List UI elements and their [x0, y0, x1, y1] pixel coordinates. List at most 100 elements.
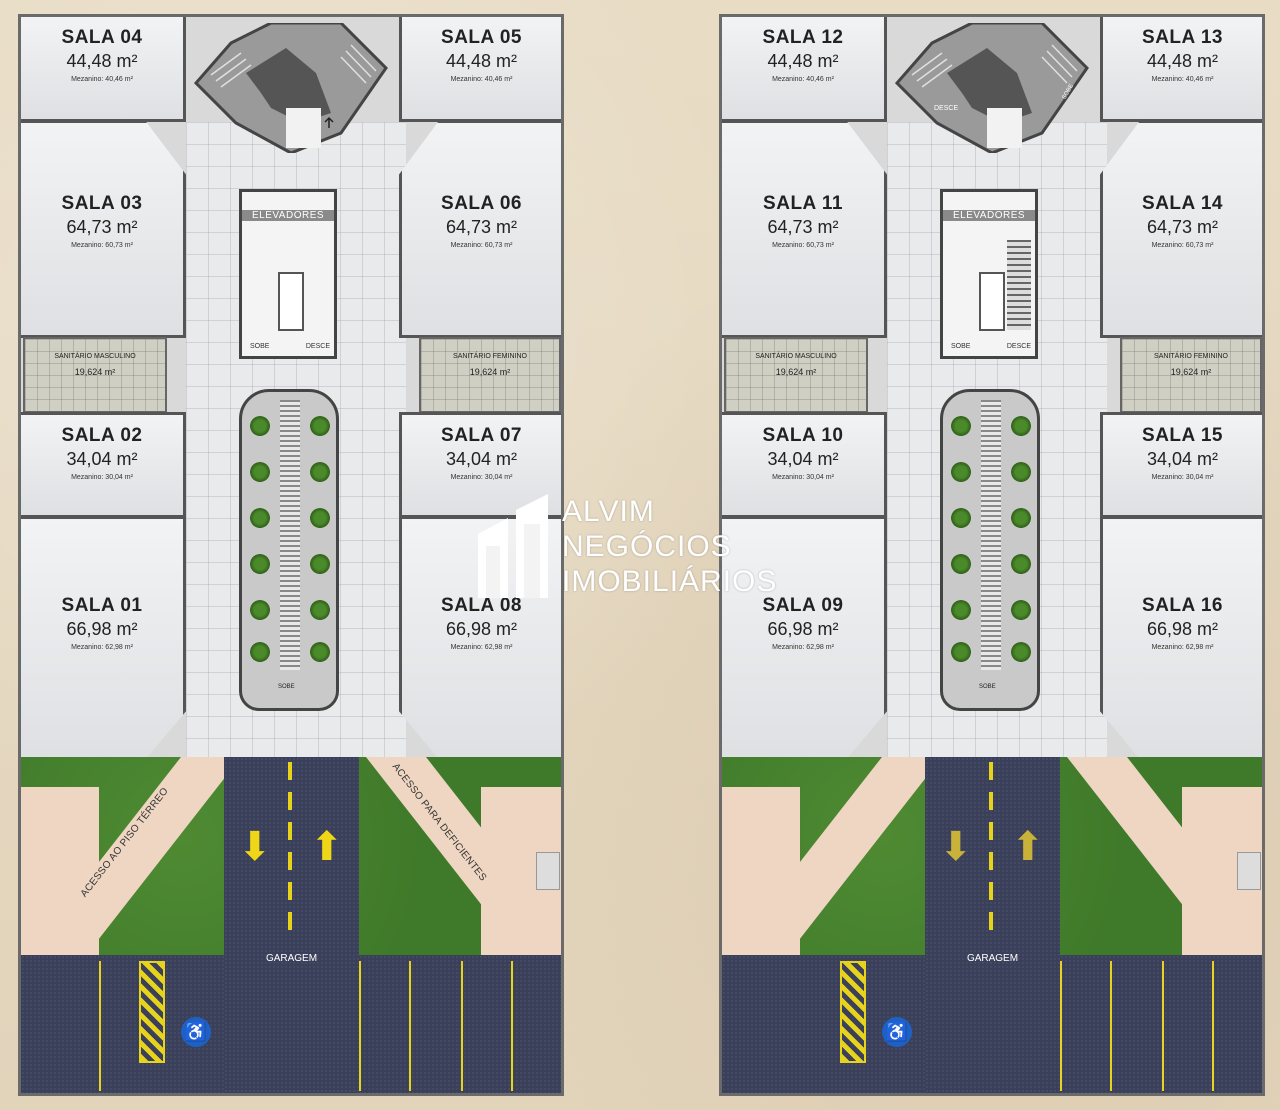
tree-icon	[310, 462, 330, 482]
room-name: SALA 14	[1142, 193, 1223, 214]
arrow-up-icon: ⬆	[310, 825, 344, 869]
wc-area: 19,624 m²	[469, 367, 511, 377]
wc-female: SANITÁRIO FEMININO 19,624 m²	[419, 337, 561, 413]
tree-icon	[250, 600, 270, 620]
room-area: 66,98 m²	[1146, 619, 1219, 639]
tree-icon	[250, 416, 270, 436]
tree-icon	[310, 600, 330, 620]
room-mezzanine: Mezanino: 62,98 m²	[71, 644, 133, 651]
driveway: ⬇ ⬆ GARAGEM	[224, 757, 359, 1093]
tree-icon	[951, 554, 971, 574]
elevator-shaft	[278, 272, 304, 331]
tree-icon	[250, 642, 270, 662]
tree-icon	[951, 600, 971, 620]
road-centerline	[288, 762, 292, 942]
wc-title: SANITÁRIO FEMININO	[1154, 353, 1228, 360]
room-area: 66,98 m²	[767, 619, 839, 639]
parking-right	[1060, 955, 1262, 1093]
wc-area: 19,624 m²	[74, 367, 116, 377]
tree-icon	[310, 508, 330, 528]
watermark-text: ALVIM NEGÓCIOS IMOBILIÁRIOS	[562, 494, 777, 599]
room-sala-02: SALA 02 34,04 m² Mezanino: 30,04 m²	[21, 412, 186, 518]
stair-down-label: DESCE	[1006, 343, 1031, 350]
watermark-line-3: IMOBILIÁRIOS	[562, 565, 778, 598]
room-mezzanine: Mezanino: 62,98 m²	[772, 644, 834, 651]
wc-title: SANITÁRIO FEMININO	[453, 353, 527, 360]
tree-icon	[1011, 508, 1031, 528]
room-sala-13: SALA 13 44,48 m² Mezanino: 40,46 m²	[1100, 17, 1262, 122]
tree-icon	[951, 642, 971, 662]
stair-down-label: DESCE	[934, 105, 959, 112]
watermark-line-1: ALVIM	[562, 495, 655, 528]
room-sala-16: SALA 16 66,98 m² Mezanino: 62,98 m²	[1100, 516, 1262, 760]
room-name: SALA 15	[1142, 425, 1223, 446]
room-sala-15: SALA 15 34,04 m² Mezanino: 30,04 m²	[1100, 412, 1262, 518]
room-sala-11: SALA 11 64,73 m² Mezanino: 60,73 m²	[722, 120, 887, 338]
escalator	[981, 400, 1001, 670]
room-area: 34,04 m²	[66, 449, 138, 469]
tree-icon	[1011, 642, 1031, 662]
floor-plan-left: SALA 04 44,48 m² Mezanino: 40,46 m² SALA…	[18, 14, 564, 1096]
parking-line	[409, 961, 411, 1091]
elevator-block: ELEVADORES SOBE DESCE	[940, 189, 1038, 359]
stair-up-label: SOBE	[250, 343, 270, 350]
room-area: 64,73 m²	[445, 217, 518, 237]
wheelchair-icon: ♿	[882, 1017, 912, 1047]
accessible-parking-hatch	[139, 961, 165, 1063]
room-area: 44,48 m²	[1146, 51, 1219, 71]
escalator-planter: SOBE	[940, 389, 1040, 711]
parking-line	[461, 961, 463, 1091]
room-sala-01: SALA 01 66,98 m² Mezanino: 62,98 m²	[21, 516, 186, 760]
wc-female: SANITÁRIO FEMININO 19,624 m²	[1120, 337, 1262, 413]
stair-up-label: SOBE	[951, 343, 971, 350]
elevators-label: ELEVADORES	[242, 210, 334, 221]
parking-line	[1212, 961, 1214, 1091]
room-name: SALA 09	[762, 595, 844, 616]
escalator-up-label: SOBE	[278, 684, 295, 690]
garage-label: GARAGEM	[265, 953, 318, 964]
tree-icon	[310, 642, 330, 662]
watermark-logo: ALVIM NEGÓCIOS IMOBILIÁRIOS	[478, 494, 808, 604]
room-area: 44,48 m²	[66, 51, 138, 71]
room-mezzanine: Mezanino: 62,98 m²	[450, 644, 513, 651]
driveway: ⬇ ⬆ GARAGEM	[925, 757, 1060, 1093]
room-area: 64,73 m²	[1146, 217, 1219, 237]
stair-down-label: DESCE	[305, 343, 330, 350]
room-area: 34,04 m²	[1146, 449, 1219, 469]
wheelchair-icon: ♿	[181, 1017, 211, 1047]
road-centerline	[989, 762, 993, 942]
tree-icon	[1011, 416, 1031, 436]
tree-icon	[250, 462, 270, 482]
garage-label: GARAGEM	[966, 953, 1019, 964]
stair-steps	[1007, 240, 1031, 330]
room-area: 34,04 m²	[767, 449, 839, 469]
wc-title: SANITÁRIO MASCULINO	[54, 353, 136, 360]
room-mezzanine: Mezanino: 30,04 m²	[1151, 474, 1214, 481]
wc-area: 19,624 m²	[775, 367, 817, 377]
tree-icon	[1011, 600, 1031, 620]
escalator-planter: SOBE	[239, 389, 339, 711]
utility-box	[536, 852, 560, 890]
arrow-down-icon: ⬇	[939, 825, 973, 869]
room-mezzanine: Mezanino: 40,46 m²	[71, 76, 133, 83]
parking-line	[1110, 961, 1112, 1091]
room-mezzanine: Mezanino: 40,46 m²	[772, 76, 834, 83]
parking-left	[722, 955, 925, 1093]
room-sala-05: SALA 05 44,48 m² Mezanino: 40,46 m²	[399, 17, 561, 122]
room-name: SALA 07	[441, 425, 522, 446]
parking-line	[1060, 961, 1062, 1091]
staircase-icon	[193, 23, 388, 153]
watermark-line-2: NEGÓCIOS	[562, 530, 732, 563]
elevators-label: ELEVADORES	[943, 210, 1035, 221]
arrow-up-icon: ⬆	[1011, 825, 1045, 869]
room-area: 64,73 m²	[66, 217, 138, 237]
tree-icon	[250, 554, 270, 574]
tree-icon	[951, 508, 971, 528]
room-name: SALA 02	[61, 425, 143, 446]
tree-icon	[1011, 554, 1031, 574]
wc-male: SANITÁRIO MASCULINO 19,624 m²	[724, 337, 868, 413]
room-area: 64,73 m²	[767, 217, 839, 237]
building-logo-icon	[478, 494, 548, 598]
room-sala-03: SALA 03 64,73 m² Mezanino: 60,73 m²	[21, 120, 186, 338]
parking-line	[1162, 961, 1164, 1091]
